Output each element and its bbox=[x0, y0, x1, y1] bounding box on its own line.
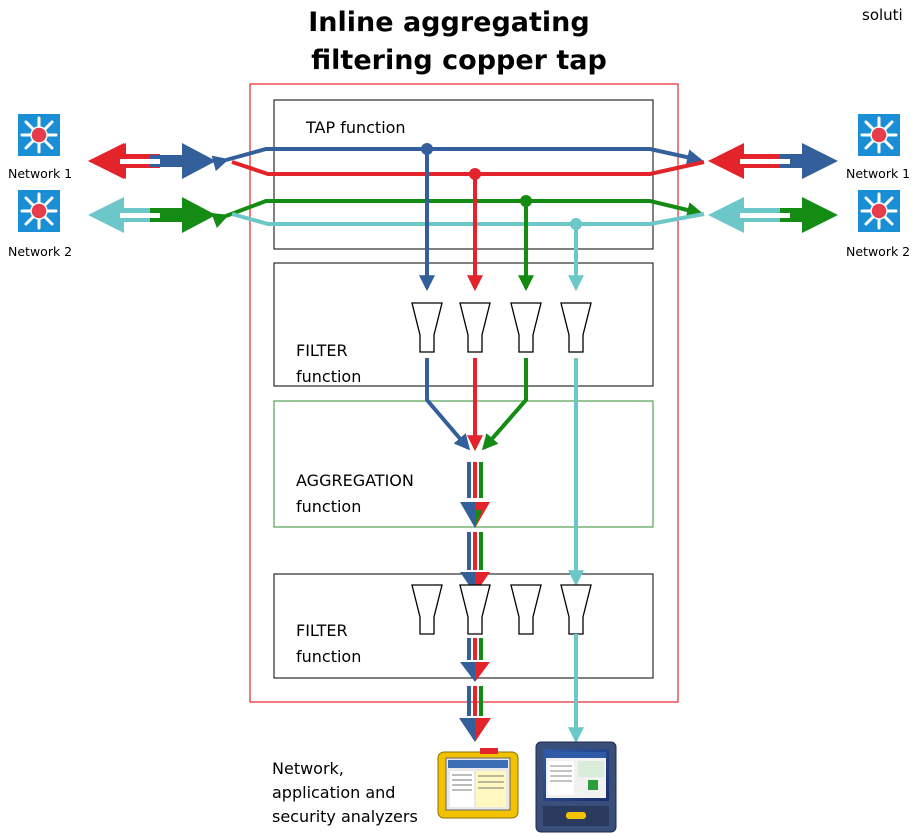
title-line-2: filtering copper tap bbox=[311, 45, 607, 76]
filter2-label-line1: FILTER bbox=[296, 621, 348, 640]
analyzers-label-line3: security analyzers bbox=[272, 807, 418, 826]
funnel-icon bbox=[459, 584, 491, 635]
aggregated-stream-1 bbox=[460, 462, 490, 528]
funnel-icon bbox=[411, 302, 443, 353]
filter2-label-line2: function bbox=[296, 647, 361, 666]
network-1-right-label: Network 1 bbox=[846, 166, 910, 181]
filter1-label-line2: function bbox=[296, 367, 361, 386]
network-2-left-label: Network 2 bbox=[8, 244, 72, 259]
network-switch-icon bbox=[18, 114, 60, 156]
funnel-icon bbox=[510, 584, 542, 635]
funnel-icon bbox=[411, 584, 443, 635]
red-inline-path bbox=[231, 160, 705, 176]
cyan-inline-path bbox=[231, 212, 705, 226]
aggregated-stream-3 bbox=[460, 638, 490, 682]
blue-to-aggregation bbox=[425, 358, 471, 451]
aggregated-stream-4 bbox=[459, 686, 491, 742]
blue-inline-path bbox=[211, 147, 704, 172]
aggregation-label-line2: function bbox=[296, 497, 361, 516]
analyzers-label-line1: Network, bbox=[272, 759, 344, 778]
network-1-left-label: Network 1 bbox=[8, 166, 72, 181]
network-switch-icon bbox=[18, 190, 60, 232]
filter-function-box-1 bbox=[273, 262, 654, 387]
filter1-label-line1: FILTER bbox=[296, 341, 348, 360]
network-switch-icon bbox=[858, 114, 900, 156]
funnel-icon bbox=[459, 302, 491, 353]
network-switch-icon bbox=[858, 190, 900, 232]
funnel-icon bbox=[560, 302, 592, 353]
aggregation-label-line1: AGGREGATION bbox=[296, 471, 414, 490]
analyzers-label-line2: application and bbox=[272, 783, 395, 802]
funnel-icon bbox=[510, 302, 542, 353]
funnel-icon bbox=[560, 584, 592, 635]
tap-device-border bbox=[249, 83, 679, 703]
green-inline-path bbox=[211, 199, 704, 228]
left-network2-link bbox=[88, 197, 216, 233]
tap-function-label: TAP function bbox=[305, 118, 406, 137]
corner-text: soluti bbox=[862, 6, 903, 24]
left-network1-link bbox=[88, 143, 216, 179]
right-network2-link bbox=[708, 197, 838, 233]
green-to-aggregation bbox=[481, 358, 528, 451]
right-network1-link bbox=[708, 143, 838, 179]
network-2-right-label: Network 2 bbox=[846, 244, 910, 259]
title-line-1: Inline aggregating bbox=[308, 7, 589, 38]
handheld-analyzer-icon bbox=[437, 748, 519, 819]
handheld-analyzer-icon bbox=[535, 741, 617, 833]
